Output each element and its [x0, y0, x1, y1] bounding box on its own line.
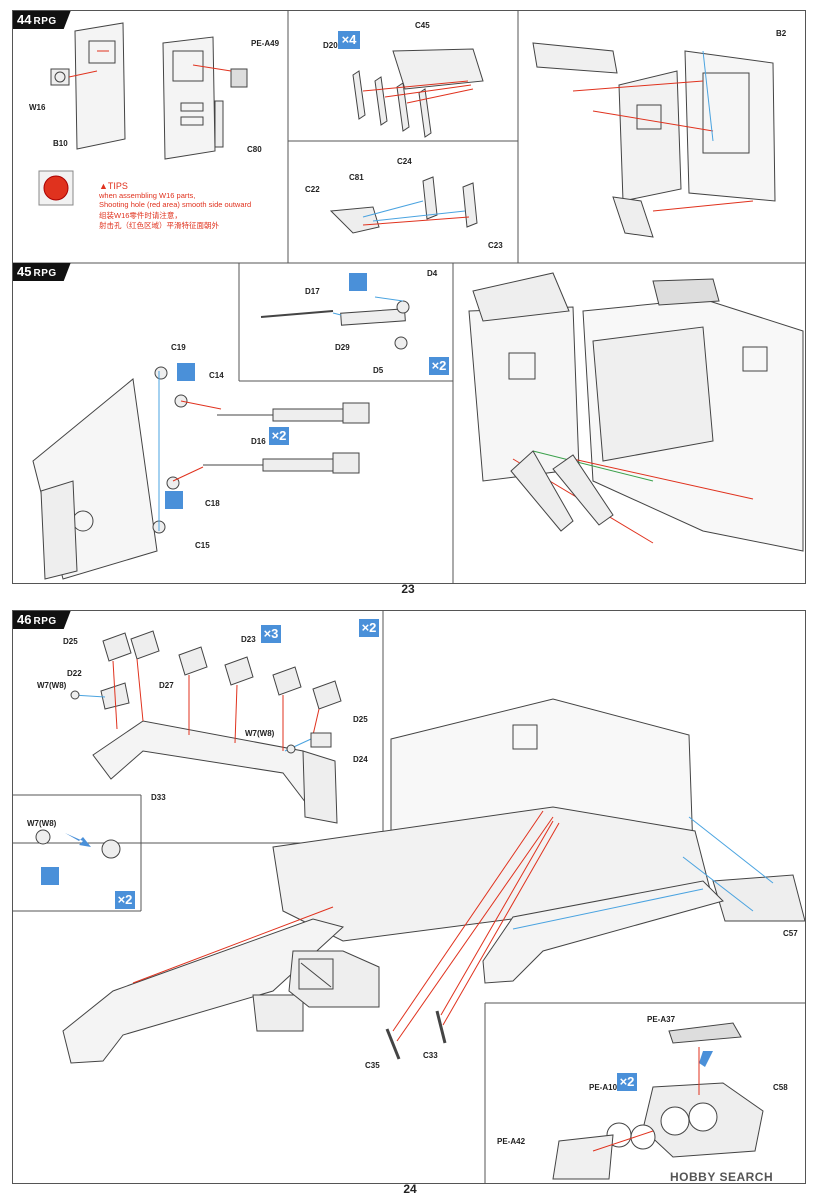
step-45-drawings — [32, 263, 804, 583]
watermark: HOBBY SEARCH — [670, 1170, 774, 1184]
multiplier-badge: ×2 — [429, 357, 449, 375]
label-d33: D33 — [151, 793, 166, 802]
label-c23: C23 — [488, 241, 503, 250]
label-c14: C14 — [209, 371, 224, 380]
glue-icon — [165, 491, 183, 509]
label-d25: D25 — [353, 715, 368, 724]
label-d17: D17 — [305, 287, 320, 296]
label-pe-a10: PE-A10 — [589, 1083, 618, 1092]
label-b10: B10 — [53, 139, 68, 148]
label-pe-a49: PE-A49 — [251, 39, 280, 48]
label-w7: W7(W8) — [37, 681, 67, 690]
label-c18: C18 — [205, 499, 220, 508]
step-number: 45 — [17, 264, 32, 279]
label-d5: D5 — [373, 366, 384, 375]
label-c22: C22 — [305, 185, 320, 194]
label-pe-a37: PE-A37 — [647, 1015, 676, 1024]
label-d16: D16 — [251, 437, 266, 446]
step-number: 46 — [17, 612, 32, 627]
label-c19: C19 — [171, 343, 186, 352]
glue-icon — [349, 273, 367, 291]
multiplier-badge: ×4 — [338, 31, 360, 49]
label-c57: C57 — [783, 929, 798, 938]
glue-icon — [177, 363, 195, 381]
tips-line-1: when assembling W16 parts, — [99, 191, 196, 200]
label-d27: D27 — [159, 681, 174, 690]
label-pe-a42: PE-A42 — [497, 1137, 526, 1146]
brand-logo: RPG — [33, 16, 57, 27]
brand-logo: RPG — [33, 616, 57, 627]
tips-line-2: Shooting hole (red area) smooth side out… — [99, 200, 252, 209]
multiplier-badge: ×3 — [261, 625, 281, 643]
label-w7: W7(W8) — [27, 819, 57, 828]
multiplier-badge: ×2 — [359, 619, 379, 637]
label-c24: C24 — [397, 157, 412, 166]
tips-line-4: 射击孔（红色区域）平滑特征面朝外 — [99, 221, 219, 230]
tips-title: ▲TIPS — [99, 181, 128, 191]
label-w16: W16 — [29, 103, 46, 112]
page-number: 23 — [401, 582, 415, 596]
label-c35: C35 — [365, 1061, 380, 1070]
multiplier-badge: ×2 — [617, 1073, 637, 1091]
label-c15: C15 — [195, 541, 210, 550]
label-b2: B2 — [776, 29, 787, 38]
multiplier-badge: ×2 — [115, 891, 135, 909]
label-c33: C33 — [423, 1051, 438, 1060]
page-number: 24 — [403, 1182, 417, 1196]
label-d25: D25 — [63, 637, 78, 646]
label-c80: C80 — [247, 145, 262, 154]
label-d24: D24 — [353, 755, 368, 764]
tips-line-3: 组装W16零件时请注意， — [99, 211, 182, 220]
step-number: 44 — [17, 12, 32, 27]
label-c45: C45 — [415, 21, 430, 30]
step-46-drawings — [13, 611, 805, 1183]
label-c58: C58 — [773, 1083, 788, 1092]
label-w7: W7(W8) — [245, 729, 275, 738]
brand-logo: RPG — [33, 268, 57, 279]
label-d4: D4 — [427, 269, 438, 278]
step-44-drawings — [13, 11, 805, 264]
label-d23: D23 — [241, 635, 256, 644]
multiplier-badge: ×2 — [269, 427, 289, 445]
label-d20: D20 — [323, 41, 338, 50]
label-d22: D22 — [67, 669, 82, 678]
label-c81: C81 — [349, 173, 364, 182]
label-d29: D29 — [335, 343, 350, 352]
